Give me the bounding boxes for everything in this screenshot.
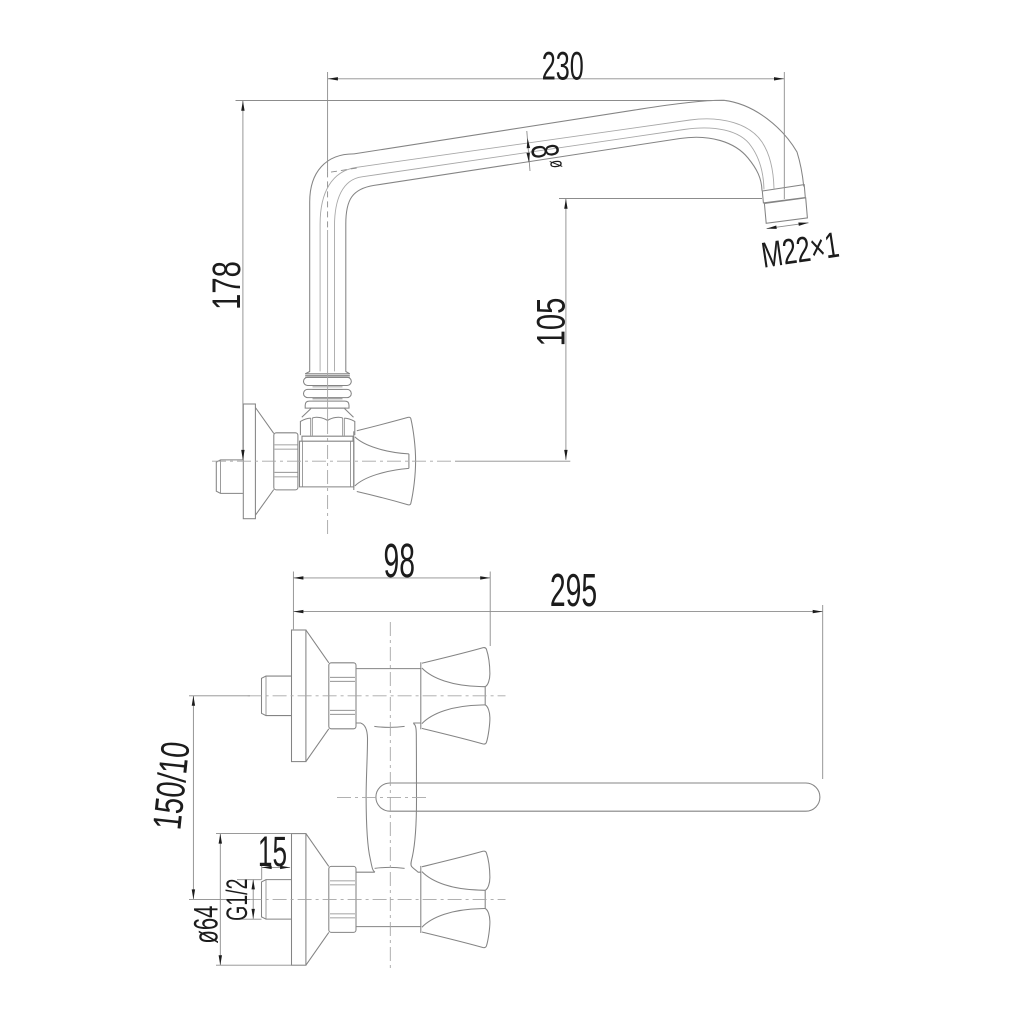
svg-text:105: 105 <box>529 298 574 347</box>
svg-text:150/10: 150/10 <box>145 739 199 831</box>
svg-text:G1/2: G1/2 <box>221 879 254 921</box>
svg-text:295: 295 <box>550 565 597 617</box>
svg-text:178: 178 <box>205 261 250 310</box>
svg-text:230: 230 <box>542 45 584 89</box>
svg-text:8: 8 <box>523 142 569 161</box>
svg-text:15: 15 <box>258 827 287 875</box>
svg-text:ø64: ø64 <box>188 906 226 944</box>
svg-text:98: 98 <box>384 534 415 588</box>
svg-text:ø: ø <box>545 158 570 169</box>
